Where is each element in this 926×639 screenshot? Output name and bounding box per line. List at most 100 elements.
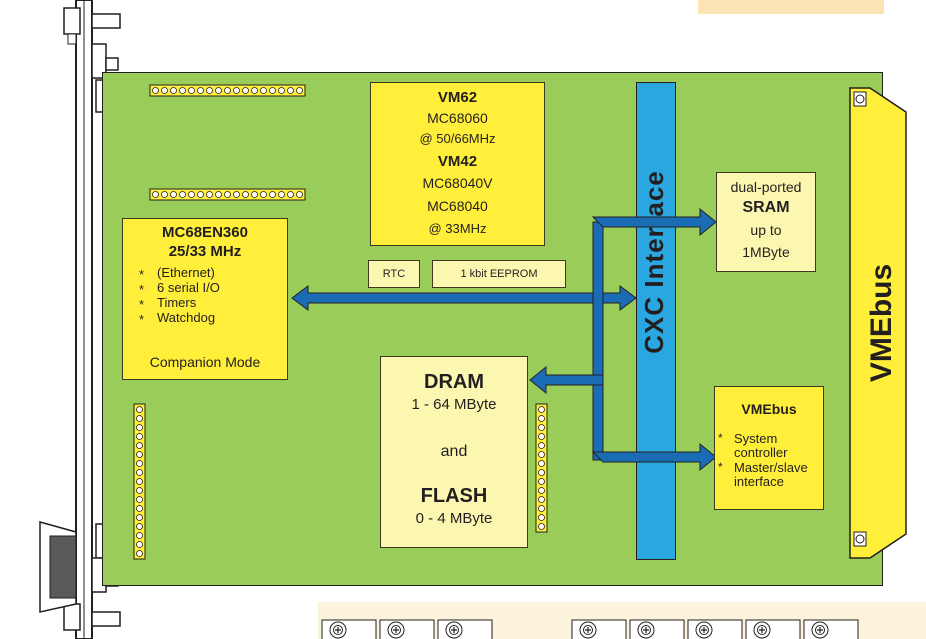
header-pin: [260, 87, 267, 94]
header-pin: [538, 406, 545, 413]
sram-upto: up to: [750, 222, 782, 238]
cpu-mc68040: MC68040: [427, 198, 488, 214]
vmebus-block: VMEbus * System controller * Master/slav…: [714, 386, 824, 510]
header-pin: [136, 505, 143, 512]
cpu-mc68060: MC68060: [427, 110, 488, 126]
bullet: *: [139, 297, 145, 312]
header-pin: [188, 191, 195, 198]
companion-item: 6 serial I/O: [157, 280, 220, 295]
cpu-vm42: VM42: [437, 153, 478, 170]
header-pin: [136, 451, 143, 458]
header-pin: [170, 191, 177, 198]
screw-cross: [451, 627, 457, 633]
and-label: and: [440, 443, 468, 460]
header-pin: [278, 87, 285, 94]
header-pin: [170, 87, 177, 94]
header-pin: [215, 87, 222, 94]
companion-item: (Ethernet): [157, 265, 215, 280]
flash-title: FLASH: [420, 485, 488, 507]
header-pin: [538, 460, 545, 467]
sram-size: 1MByte: [742, 244, 790, 260]
rtc-box: RTC: [368, 260, 420, 288]
cpu-mc68040v: MC68040V: [422, 175, 493, 191]
header-pin: [136, 460, 143, 467]
header-pin: [538, 415, 545, 422]
bullet: *: [718, 460, 723, 474]
companion-item: Watchdog: [157, 310, 216, 325]
header-pin: [152, 87, 159, 94]
header-pin: [538, 469, 545, 476]
header-pin: [136, 442, 143, 449]
screw-cross: [585, 627, 591, 633]
bullet: *: [139, 312, 145, 327]
header-pin: [538, 478, 545, 485]
header-pin: [224, 191, 231, 198]
header-pin: [206, 87, 213, 94]
flash-size: 0 - 4 MByte: [415, 510, 493, 527]
bullet: *: [718, 431, 723, 445]
header-pin: [136, 487, 143, 494]
vmebus-block-title: VMEbus: [741, 401, 797, 417]
dram-arrow: [529, 365, 604, 395]
header-pin: [161, 87, 168, 94]
header-pin: [233, 87, 240, 94]
cxc-interface-label: CXC Interface: [639, 170, 669, 354]
header-pin: [152, 191, 159, 198]
header-pin: [538, 496, 545, 503]
header-pin: [296, 87, 303, 94]
cpu-freq2: @ 33MHz: [428, 221, 487, 236]
header-pin: [161, 191, 168, 198]
companion-item: Timers: [157, 295, 197, 310]
sram-title: SRAM: [742, 199, 790, 216]
header-pin: [278, 191, 285, 198]
bullet: *: [139, 282, 145, 297]
header-pin: [269, 191, 276, 198]
eeprom-box: 1 kbit EEPROM: [432, 260, 566, 288]
header-pin: [136, 514, 143, 521]
header-pin: [538, 487, 545, 494]
header-pin: [269, 87, 276, 94]
header-pin: [136, 415, 143, 422]
top-right-tab: [698, 0, 884, 14]
header-pin: [136, 433, 143, 440]
dram-size: 1 - 64 MByte: [411, 396, 497, 413]
header-pin: [136, 541, 143, 548]
header-pin: [538, 514, 545, 521]
header-pin: [233, 191, 240, 198]
header-pin: [296, 191, 303, 198]
vmebus-connector: VMEbus: [849, 87, 907, 559]
screw-cross: [701, 627, 707, 633]
cpu-box: VM62 MC68060 @ 50/66MHz VM42 MC68040V MC…: [370, 82, 545, 246]
header-pin: [538, 433, 545, 440]
companion-freq: 25/33 MHz: [168, 243, 242, 260]
header-pin: [136, 496, 143, 503]
header-pin: [538, 442, 545, 449]
header-pin: [206, 191, 213, 198]
vmebus-item: System: [734, 431, 778, 446]
cpu-freq1: @ 50/66MHz: [419, 131, 496, 146]
vmebus-connector-label: VMEbus: [865, 264, 898, 382]
header-pin: [215, 191, 222, 198]
vmebus-item: Master/slave: [734, 460, 808, 475]
header-pin: [179, 191, 186, 198]
header-pin: [179, 87, 186, 94]
header-pin: [242, 87, 249, 94]
header-pin: [538, 424, 545, 431]
companion-box: MC68EN360 25/33 MHz * (Ethernet) * 6 ser…: [122, 218, 288, 380]
screw-cross: [393, 627, 399, 633]
header-pin: [136, 469, 143, 476]
header-pin: [251, 191, 258, 198]
header-pin: [224, 87, 231, 94]
memory-pin-header: [535, 403, 548, 533]
memory-box: DRAM 1 - 64 MByte and FLASH 0 - 4 MByte: [380, 356, 528, 548]
bullet: *: [139, 267, 145, 282]
header-pin: [136, 550, 143, 557]
rtc-label: RTC: [382, 268, 406, 280]
header-pin: [197, 87, 204, 94]
header-pin: [287, 191, 294, 198]
vmebus-item: interface: [734, 474, 784, 489]
header-pin: [136, 523, 143, 530]
